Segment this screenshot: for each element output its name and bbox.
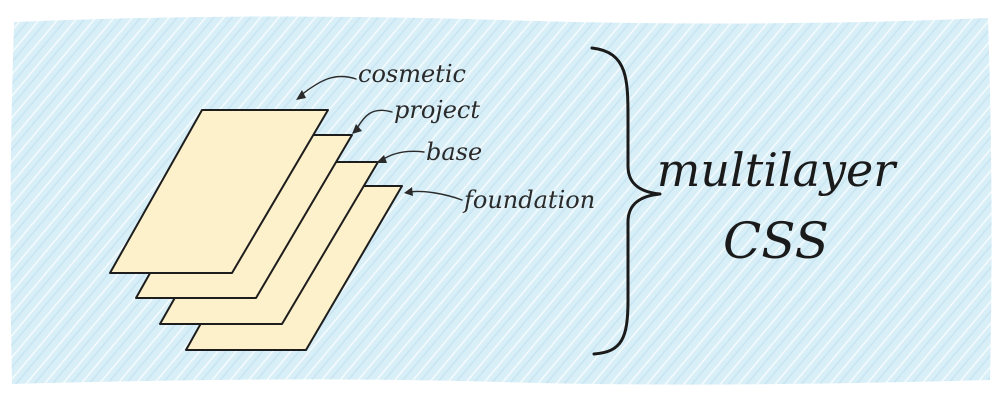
sheet-cosmetic — [109, 109, 329, 274]
arrowhead-foundation — [404, 187, 413, 196]
label-foundation: foundation — [462, 186, 595, 214]
label-cosmetic: cosmetic — [358, 60, 466, 88]
label-project: project — [394, 96, 480, 124]
leader-cosmetic — [299, 75, 357, 97]
layer-stack — [109, 109, 403, 351]
curly-brace — [590, 46, 662, 356]
leader-foundation — [409, 190, 463, 201]
arrowhead-base — [376, 155, 387, 163]
summary-line1: multilayer — [657, 143, 899, 197]
leader-lines — [296, 75, 463, 201]
summary-line2: CSS — [723, 212, 829, 270]
arrowhead-project — [352, 124, 362, 134]
label-base: base — [426, 138, 482, 166]
arrowhead-cosmetic — [296, 90, 306, 100]
